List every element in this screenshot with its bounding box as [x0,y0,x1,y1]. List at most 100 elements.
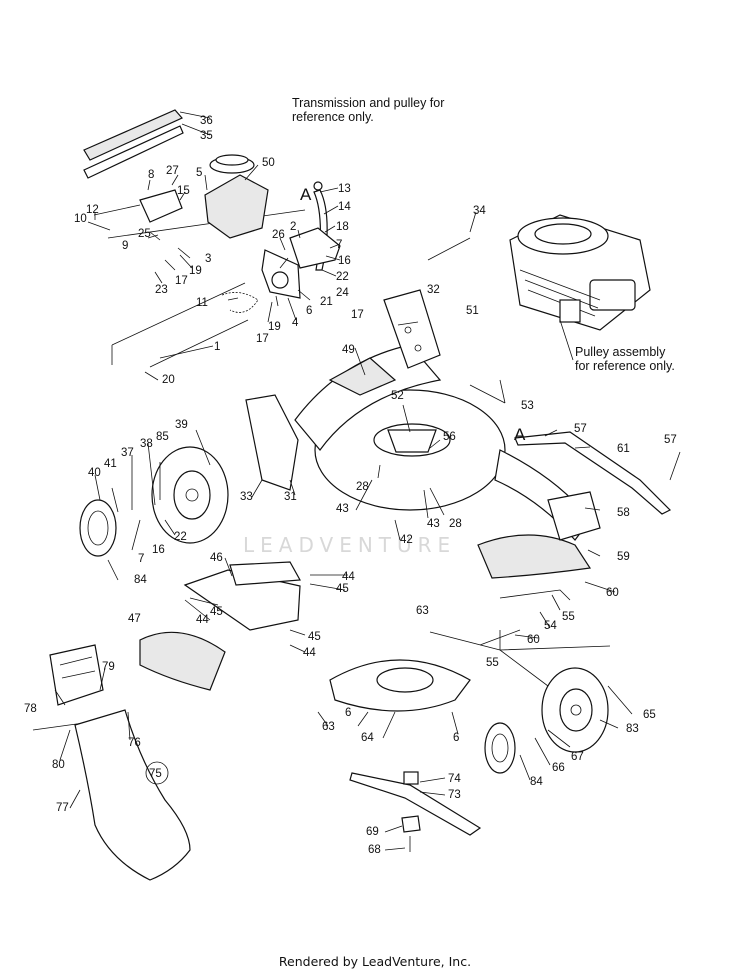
discharge-chute [183,561,301,631]
part-label-76: 76 [128,737,141,749]
part-label-75: 75 [149,768,162,780]
blade [349,771,482,852]
part-label-11: 11 [196,297,208,309]
part-label-7-wheel: 7 [138,553,144,565]
part-label-57-a: 57 [574,423,587,435]
part-label-23: 23 [155,284,168,296]
part-label-51: 51 [466,305,479,317]
pulley-note-line1: Pulley assembly [575,345,666,359]
part-label-73: 73 [448,789,461,801]
part-label-9: 9 [122,240,128,252]
part-label-84-right: 84 [530,776,543,788]
part-label-43-left: 43 [336,503,349,515]
baffle [329,659,471,712]
part-label-38: 38 [140,438,153,450]
part-label-15: 15 [177,185,190,197]
part-label-17-right: 17 [256,333,269,345]
transmission-note-line2: reference only. [292,110,374,124]
part-label-61: 61 [617,443,630,455]
part-label-79: 79 [102,661,115,673]
footer-credit: Rendered by LeadVenture, Inc. [279,954,471,969]
part-label-63-a: 63 [416,605,429,617]
part-label-78: 78 [24,703,37,715]
part-label-2: 2 [290,221,296,233]
part-label-25: 25 [138,228,151,240]
part-label-14: 14 [338,201,351,213]
part-label-8: 8 [148,169,154,181]
part-label-56: 56 [443,431,456,443]
deck-cover-bracket [383,289,441,369]
pulley-note-line2: for reference only. [575,359,675,373]
part-label-6-top: 6 [306,305,312,317]
shift-lever [289,181,341,271]
part-label-40: 40 [88,467,101,479]
part-label-54: 54 [544,620,557,632]
trim-strip [83,109,184,179]
part-label-26: 26 [272,229,285,241]
mulch-plate [139,631,226,691]
part-label-43-right: 43 [427,518,440,530]
part-label-12: 12 [86,204,99,216]
part-label-46: 46 [210,552,223,564]
part-label-6-deck-right: 6 [453,732,459,744]
part-label-44-b: 44 [196,614,209,626]
part-label-47: 47 [128,613,141,625]
part-label-6-deck-left: 6 [345,707,351,719]
part-label-16-wheel: 16 [152,544,165,556]
part-label-24: 24 [336,287,349,299]
part-label-37: 37 [121,447,134,459]
part-label-59: 59 [617,551,630,563]
part-label-16-top: 16 [338,255,351,267]
part-label-22-wheel: 22 [174,531,187,543]
engine [509,214,651,331]
drive-bracket [139,189,183,223]
part-label-1: 1 [214,341,220,353]
part-label-55-b: 55 [486,657,499,669]
part-label-39: 39 [175,419,188,431]
part-label-45-a: 45 [336,583,349,595]
part-label-22-top: 22 [336,271,349,283]
rear-flap [477,491,601,579]
part-label-7-top: 7 [336,239,342,251]
part-label-17-left: 17 [175,275,188,287]
pulley-gear [261,249,301,299]
rear-hubcap [484,722,516,774]
part-label-45-b: 45 [210,606,223,618]
part-label-64: 64 [361,732,374,744]
part-label-57-b: 57 [664,434,677,446]
part-label-84-left: 84 [134,574,147,586]
mower-deck [294,344,591,541]
part-label-36: 36 [200,115,213,127]
part-label-77: 77 [56,802,69,814]
part-label-60-a: 60 [606,587,619,599]
transmission-housing [204,154,269,239]
part-label-21: 21 [320,296,333,308]
part-label-65: 65 [643,709,656,721]
part-label-68: 68 [368,844,381,856]
bag-frame [49,644,104,706]
part-label-35: 35 [200,130,213,142]
grass-bag [74,709,191,881]
part-label-50: 50 [262,157,275,169]
part-label-28-left: 28 [356,481,369,493]
axle-rod [107,209,306,368]
part-label-44-c: 44 [303,647,316,659]
part-label-41: 41 [104,458,117,470]
part-label-17-top: 17 [351,309,364,321]
part-label-85: 85 [156,431,169,443]
side-shield [245,394,299,491]
part-label-19-right: 19 [268,321,281,333]
watermark: LEADVENTURE [243,533,456,557]
part-label-58: 58 [617,507,630,519]
part-label-55-a: 55 [562,611,575,623]
part-label-63-b: 63 [322,721,335,733]
part-label-60-b: 60 [527,634,540,646]
part-label-32: 32 [427,284,440,296]
leader-lines [54,111,681,851]
part-label-67: 67 [571,751,584,763]
drive-belt-chain [221,292,259,313]
part-label-28-right: 28 [449,518,462,530]
part-label-3: 3 [205,253,211,265]
part-label-42: 42 [400,534,413,546]
